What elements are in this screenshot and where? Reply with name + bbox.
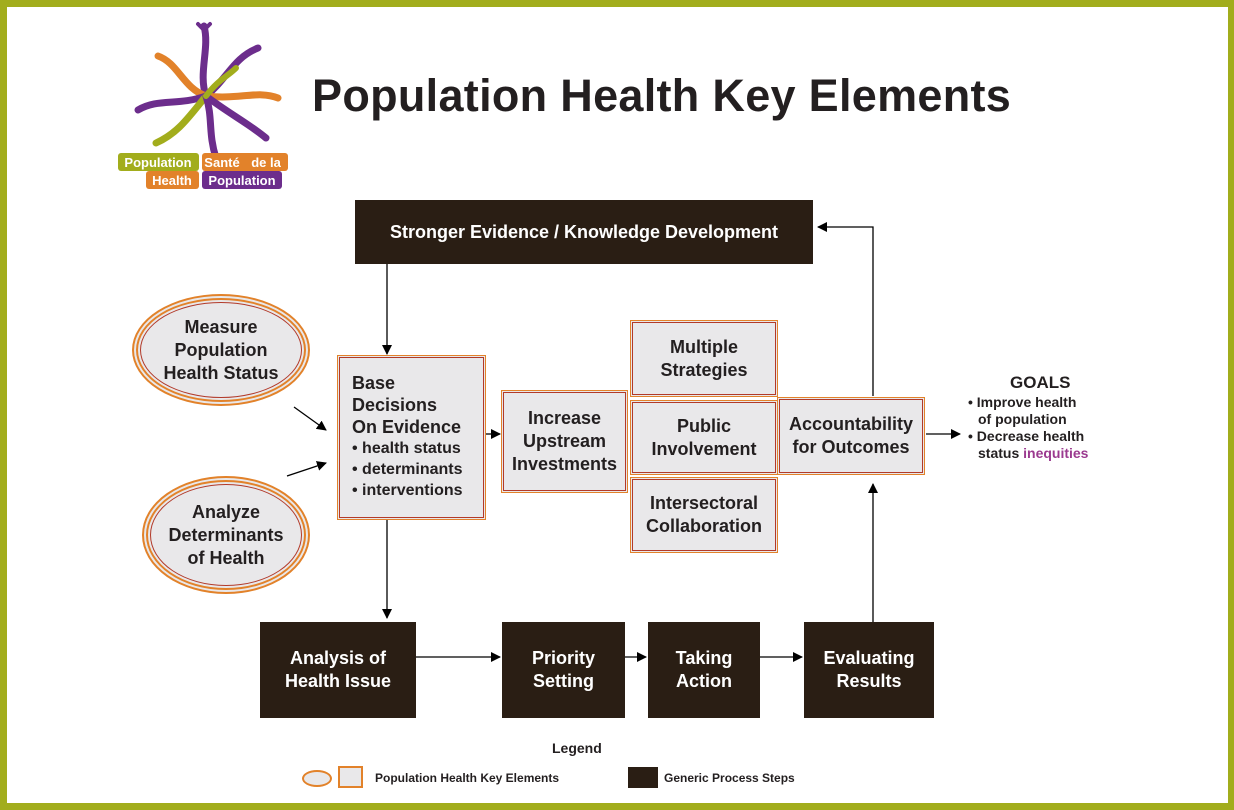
priority-line-2: Setting <box>533 671 594 691</box>
logo-flower-icon: Population Santé de la Health Population <box>118 22 288 189</box>
page-title: Population Health Key Elements <box>312 70 1012 121</box>
goals-block: GOALS • Improve health of population • D… <box>968 372 1088 462</box>
taking-line-1: Taking <box>675 648 733 668</box>
public-involvement-box: Public Involvement <box>630 400 778 475</box>
intersectoral-line-2: Collaboration <box>646 516 762 536</box>
goal-1-line-2: of population <box>978 411 1067 427</box>
intersectoral-collaboration-box: Intersectoral Collaboration <box>630 477 778 553</box>
analyze-ellipse: Analyze Determinants of Health <box>142 476 310 594</box>
analyze-line-1: Analyze <box>191 501 261 522</box>
accountability-line-1: Accountability <box>788 414 913 434</box>
logo-text-sante: Santé <box>204 155 239 170</box>
base-line-2: Decisions <box>352 395 438 415</box>
multiple-strategies-box: Multiple Strategies <box>630 320 778 397</box>
analyze-line-2: Determinants <box>168 524 284 545</box>
goals-heading: GOALS <box>1010 373 1071 392</box>
analysis-line-2: Health Issue <box>284 671 392 691</box>
stronger-evidence-label: Stronger Evidence / Knowledge Developmen… <box>389 221 779 242</box>
measure-line-3: Health Status <box>163 362 279 383</box>
base-decisions-box: Base Decisions On Evidence • health stat… <box>337 355 486 520</box>
legend-title: Legend <box>552 740 602 756</box>
evaluating-results-box: Evaluating Results <box>804 622 934 718</box>
goal-2-prefix: status <box>978 445 1024 461</box>
legend-generic-label: Generic Process Steps <box>664 771 795 785</box>
population-health-logo: Population Santé de la Health Population <box>118 18 288 190</box>
arrow-measure-to-base <box>293 406 327 431</box>
taking-line-2: Action <box>675 671 732 691</box>
measure-line-1: Measure <box>184 316 258 337</box>
base-line-3: On Evidence <box>352 417 462 437</box>
measure-ellipse: Measure Population Health Status <box>132 294 310 406</box>
logo-text-health: Health <box>152 173 192 188</box>
taking-action-box: Taking Action <box>648 622 760 718</box>
public-line-2: Involvement <box>651 438 757 459</box>
multiple-line-1: Multiple <box>669 336 738 357</box>
legend-box-swatch <box>338 766 363 788</box>
base-line-1: Base <box>352 373 396 393</box>
arrow-analyze-to-base <box>286 461 327 477</box>
priority-line-1: Priority <box>531 648 596 668</box>
goal-2-line-2: status inequities <box>968 445 1088 462</box>
upstream-line-2: Upstream <box>522 431 606 451</box>
legend-ellipse-swatch <box>302 770 332 787</box>
analysis-line-1: Analysis of <box>289 648 386 668</box>
stronger-evidence-box: Stronger Evidence / Knowledge Developmen… <box>355 200 813 264</box>
upstream-line-1: Increase <box>527 408 602 428</box>
base-bullet-2: • determinants <box>352 461 463 478</box>
upstream-investments-box: Increase Upstream Investments <box>501 390 628 493</box>
multiple-line-2: Strategies <box>660 359 748 380</box>
evaluating-line-1: Evaluating <box>823 648 915 668</box>
logo-text-de-la: de la <box>251 155 281 170</box>
legend-key-label: Population Health Key Elements <box>375 771 560 785</box>
evaluating-line-2: Results <box>836 671 902 691</box>
accountability-line-2: for Outcomes <box>792 437 910 457</box>
measure-line-2: Population <box>174 339 268 360</box>
public-line-1: Public <box>676 415 731 436</box>
logo-text-population: Population <box>124 155 191 170</box>
base-bullet-1: • health status <box>352 440 461 457</box>
goal-2-line-1: • Decrease health <box>968 428 1085 444</box>
upstream-line-3: Investments <box>511 454 618 474</box>
accountability-box: Accountability for Outcomes <box>777 397 925 475</box>
goal-2-highlight: inequities <box>1023 445 1089 461</box>
priority-setting-box: Priority Setting <box>502 622 625 718</box>
logo-text-population-fr: Population <box>208 173 275 188</box>
intersectoral-line-1: Intersectoral <box>649 493 759 513</box>
analyze-line-3: of Health <box>187 547 265 568</box>
goal-1-line-1: • Improve health <box>968 394 1077 410</box>
legend-dark-swatch <box>628 767 658 788</box>
arrow-accountability-to-evidence <box>817 222 874 396</box>
analysis-box: Analysis of Health Issue <box>260 622 416 718</box>
base-bullet-3: • interventions <box>352 482 463 499</box>
